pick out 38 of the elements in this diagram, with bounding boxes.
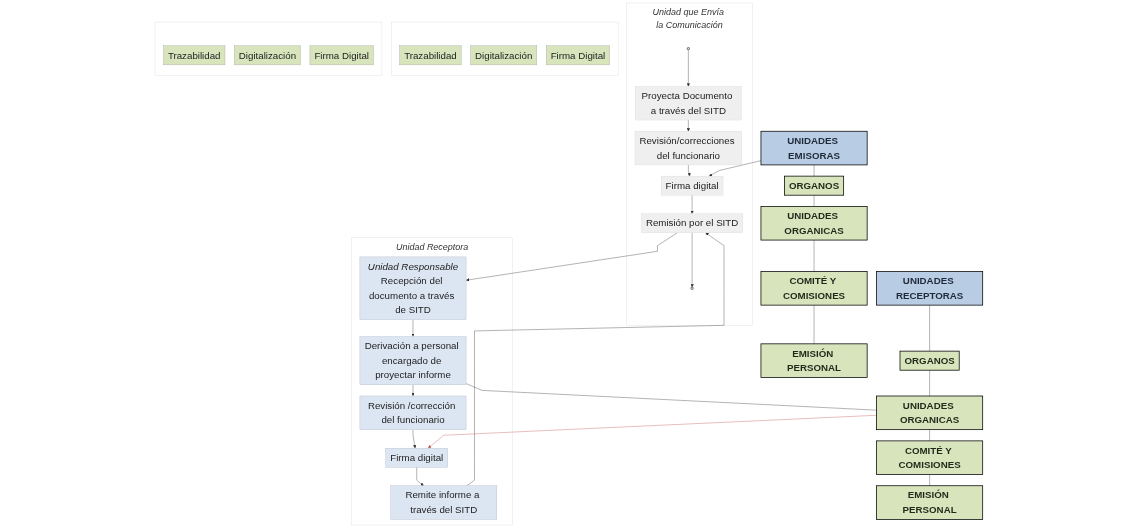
node-box: EMISIÓN PERSONAL bbox=[875, 485, 983, 520]
node-box: Unidad Responsable Recepción del documento a través de SITD bbox=[359, 256, 466, 320]
node-box: Trazabilidad bbox=[162, 45, 225, 66]
node-box: UNIDADES EMISORAS bbox=[760, 130, 868, 166]
node-box: Trazabilidad bbox=[399, 45, 462, 66]
connector bbox=[813, 304, 814, 344]
connector bbox=[929, 304, 930, 352]
node-box: Digitalización bbox=[233, 45, 301, 66]
node-box: Remisión por el SITD bbox=[640, 213, 743, 233]
node-box: Firma Digital bbox=[545, 45, 610, 66]
cluster bbox=[390, 21, 618, 76]
connector bbox=[929, 429, 930, 442]
connector bbox=[465, 383, 877, 411]
node-box: Remite informe a través del SITD bbox=[390, 485, 497, 520]
node-box: Revisión /corrección del funcionario bbox=[359, 395, 466, 430]
connector bbox=[929, 370, 930, 397]
connector bbox=[813, 195, 814, 207]
node-box: COMITÉ Y COMISIONES bbox=[875, 440, 983, 475]
node-box: Firma digital bbox=[385, 447, 448, 468]
connector bbox=[813, 239, 814, 272]
node-box: Firma Digital bbox=[309, 45, 374, 66]
node-box: UNIDADES ORGANICAS bbox=[875, 395, 983, 431]
node-box: ORGANOS bbox=[783, 175, 844, 196]
node-box: Proyecta Documento a través del SITD bbox=[634, 86, 742, 121]
node-box: Firma digital bbox=[660, 175, 723, 196]
node-box: Revisión/correcciones del funcionario bbox=[634, 131, 742, 166]
node-circle bbox=[690, 286, 694, 290]
connector bbox=[813, 164, 814, 177]
node-box: EMISIÓN PERSONAL bbox=[760, 343, 868, 378]
node-box: Digitalización bbox=[470, 45, 537, 66]
node-box: ORGANOS bbox=[899, 350, 960, 371]
node-box: UNIDADES ORGANICAS bbox=[760, 206, 868, 241]
node-box: COMITÉ Y COMISIONES bbox=[760, 271, 868, 306]
connector bbox=[929, 474, 930, 486]
node-circle bbox=[686, 46, 690, 51]
cluster bbox=[154, 21, 382, 76]
node-box: Derivación a personal encargado de proyectar informe bbox=[359, 336, 466, 385]
node-box: UNIDADES RECEPTORAS bbox=[875, 271, 983, 306]
